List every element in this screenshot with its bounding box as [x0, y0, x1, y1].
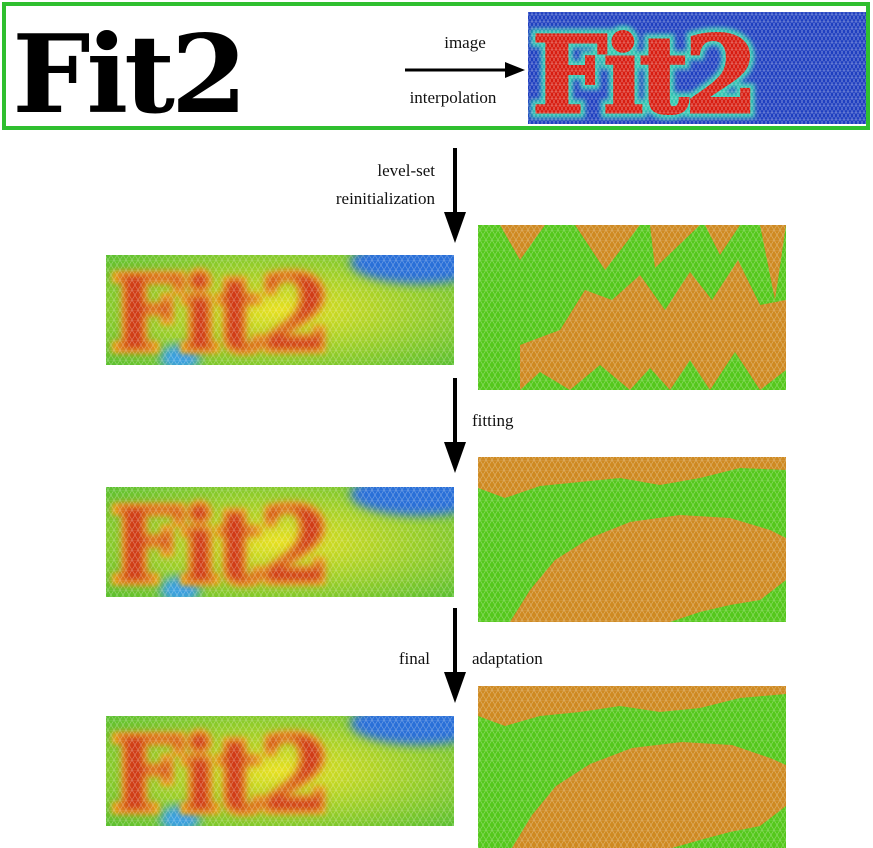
interpolated-mesh-image: Fit2 Fit2: [528, 12, 866, 124]
arrow-fitting: [444, 378, 466, 473]
image-interpolation-arrow: [405, 62, 525, 78]
label-reinitialization: reinitialization: [336, 189, 436, 208]
field-image-3: Fit2 Fit2: [106, 716, 454, 826]
arrow-label-interpolation: interpolation: [410, 88, 497, 107]
header-frame: [2, 2, 870, 130]
zoom-mesh-1: [478, 225, 786, 390]
field-image-2: Fit2 Fit2: [106, 487, 454, 597]
label-fitting: fitting: [472, 411, 514, 430]
label-final: final: [399, 649, 430, 668]
arrow-label-image: image: [444, 33, 486, 52]
label-level-set: level-set: [377, 161, 435, 180]
arrow-reinitialization: [444, 148, 466, 243]
label-adaptation: adaptation: [472, 649, 543, 668]
zoom-mesh-3: [478, 686, 786, 848]
fit2-logo: Fit2: [12, 11, 243, 138]
field-image-1: Fit2 Fit2: [106, 255, 454, 365]
arrow-final-adaptation: [444, 608, 466, 703]
zoom-mesh-2: [478, 457, 786, 622]
